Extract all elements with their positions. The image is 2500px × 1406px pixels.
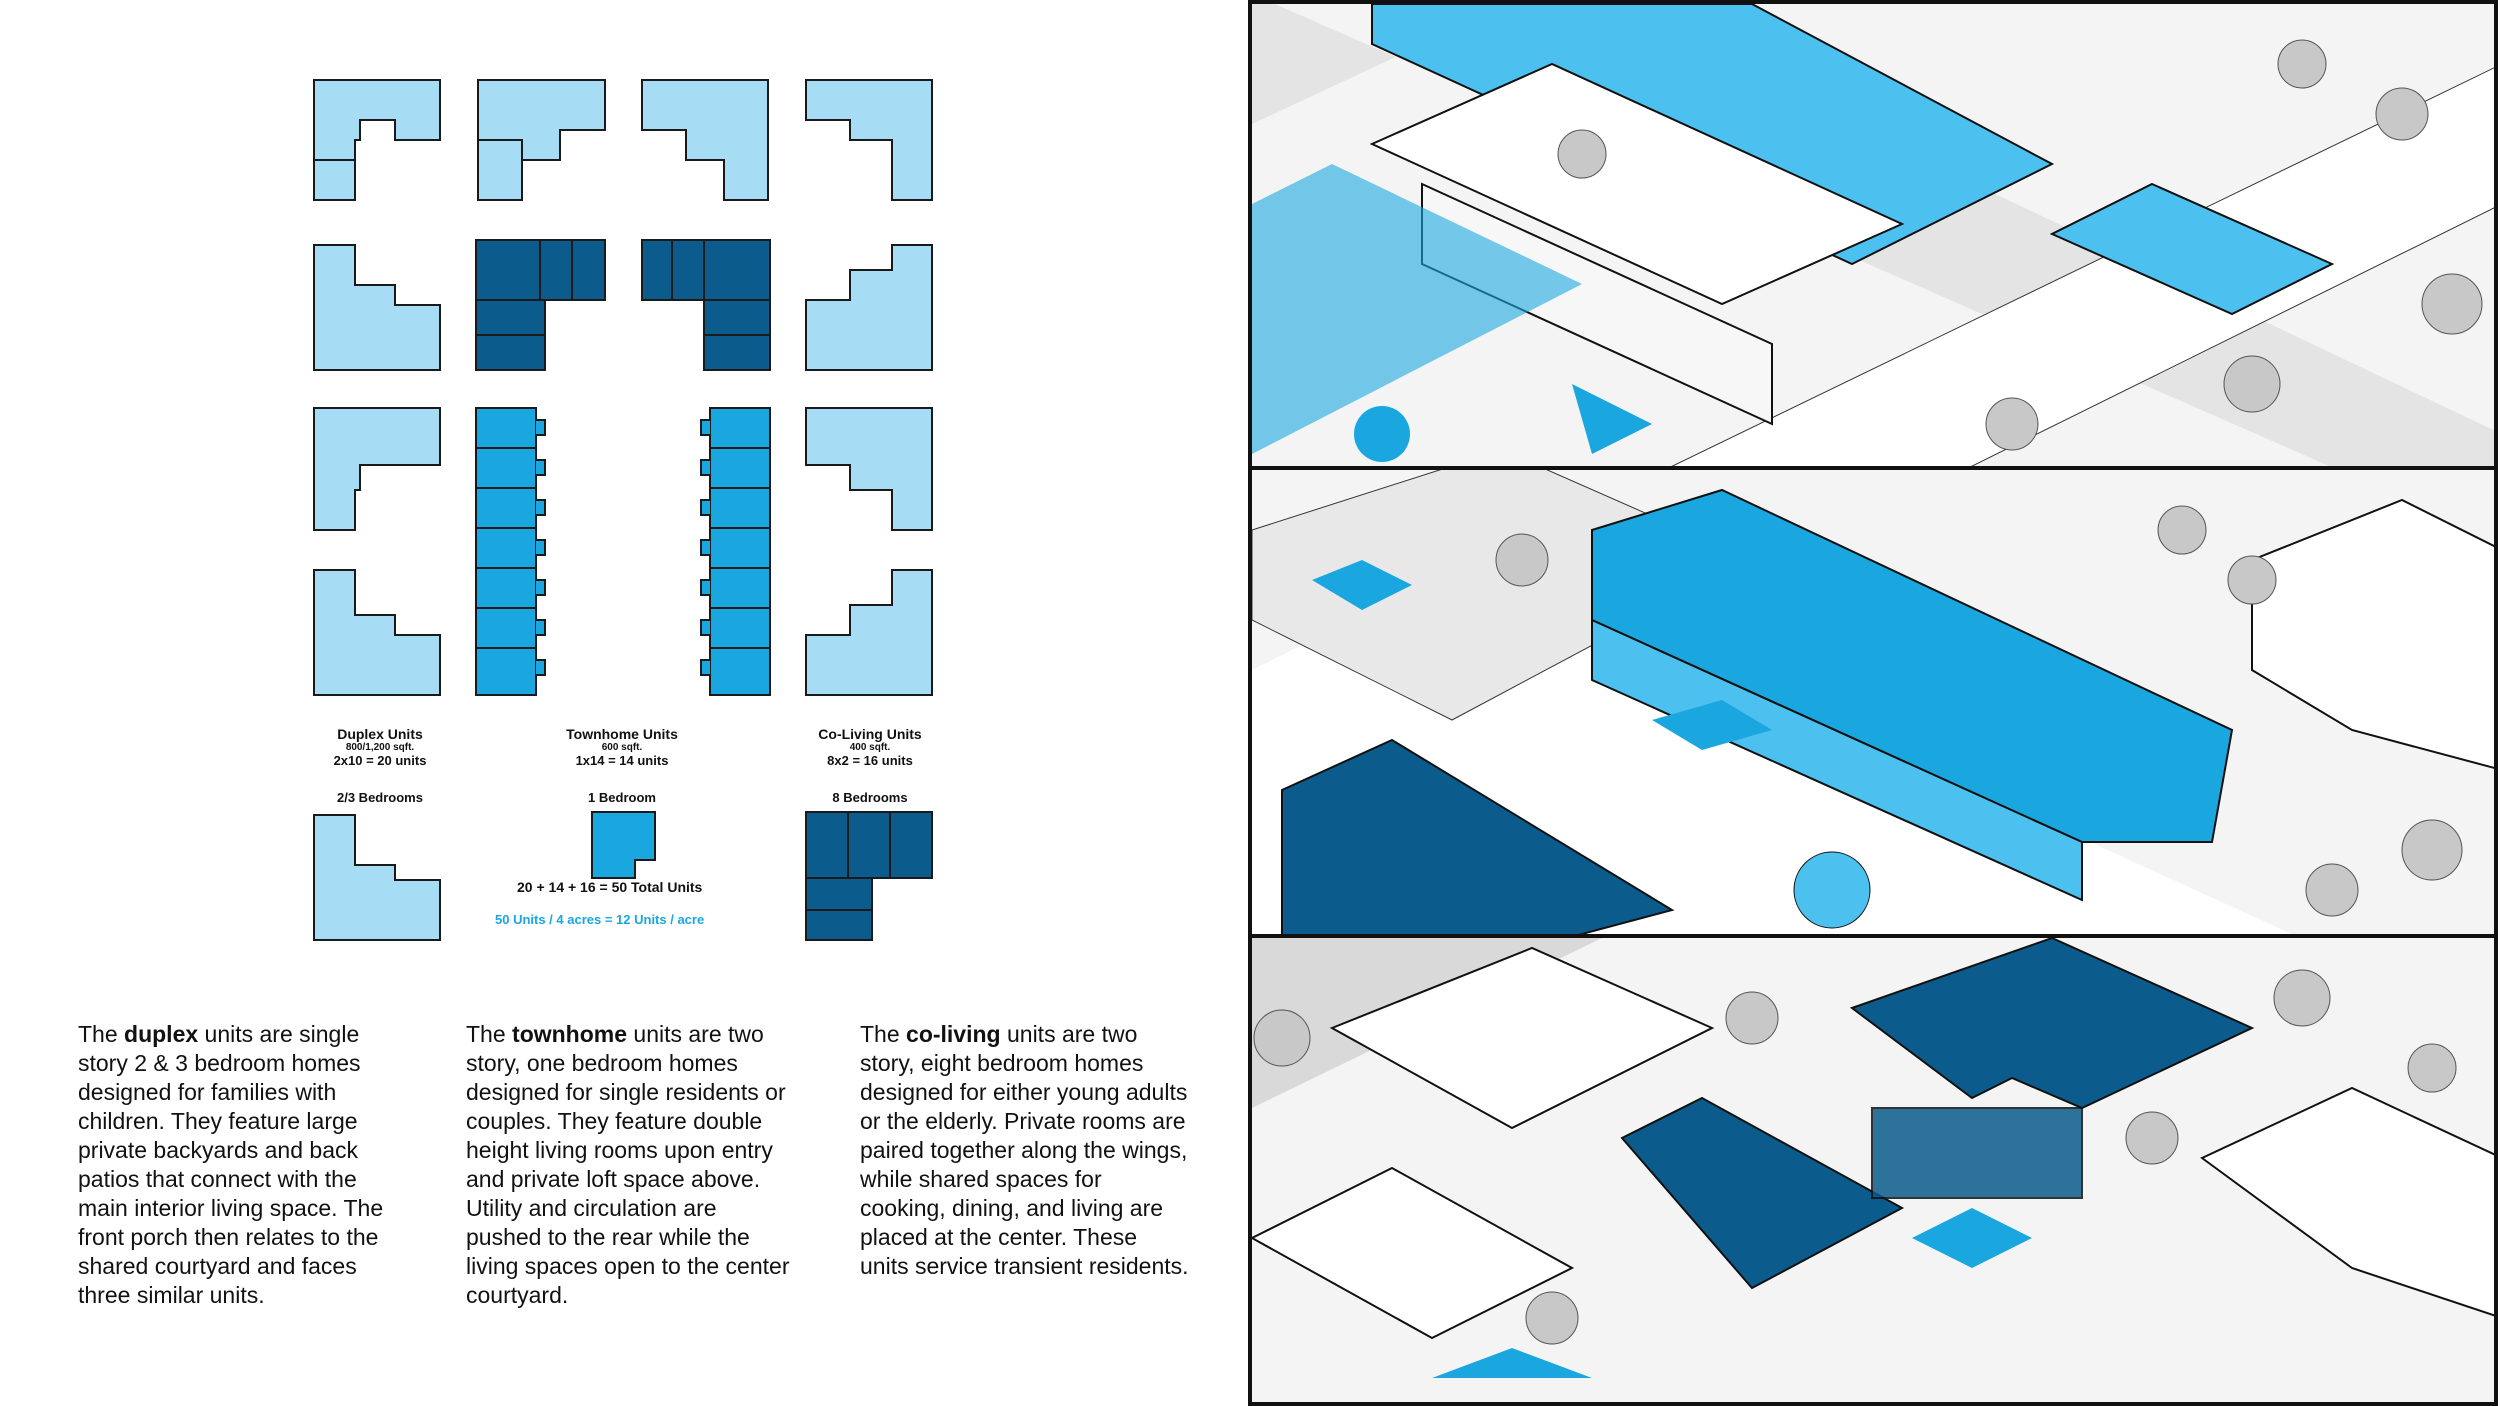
townhome-axonometric-drawing xyxy=(1252,470,2498,938)
duplex-unit-plan xyxy=(806,570,932,695)
unit-plan-grid xyxy=(300,70,950,950)
duplex-unit-plan xyxy=(478,80,605,200)
duplex-unit-plan xyxy=(314,245,440,370)
duplex-keyword: duplex xyxy=(124,1021,198,1047)
coliving-description: The co-living units are two story, eight… xyxy=(860,1020,1190,1281)
townhome-bedrooms: 1 Bedroom xyxy=(532,790,712,805)
duplex-unit-plan xyxy=(642,80,768,200)
total-units: 20 + 14 + 16 = 50 Total Units xyxy=(517,879,702,895)
coliving-unit-plan xyxy=(642,240,770,370)
duplex-bedrooms: 2/3 Bedrooms xyxy=(290,790,470,805)
townhome-row-left xyxy=(476,408,545,695)
coliving-axonometric-panel xyxy=(1248,934,2498,1406)
duplex-description: The duplex units are single story 2 & 3 … xyxy=(78,1020,408,1310)
townhome-count: 1x14 = 14 units xyxy=(532,753,712,768)
coliving-unit-plan xyxy=(476,240,605,370)
duplex-label: Duplex Units 800/1,200 sqft. 2x10 = 20 u… xyxy=(290,726,470,768)
townhome-axonometric-panel xyxy=(1248,466,2498,938)
duplex-unit-plan xyxy=(806,80,932,200)
duplex-unit-plan xyxy=(806,245,932,370)
coliving-axonometric-drawing xyxy=(1252,938,2498,1406)
duplex-unit-plan xyxy=(806,408,932,530)
townhome-legend-plan xyxy=(592,812,655,878)
site-plan-diagram: Duplex Units 800/1,200 sqft. 2x10 = 20 u… xyxy=(0,0,1250,1406)
coliving-count: 8x2 = 16 units xyxy=(780,753,960,768)
duplex-axonometric-panel xyxy=(1248,0,2498,472)
townhome-title: Townhome Units xyxy=(532,726,712,742)
townhome-description: The townhome units are two story, one be… xyxy=(466,1020,796,1310)
coliving-sqft: 400 sqft. xyxy=(780,742,960,753)
duplex-unit-plan xyxy=(314,80,440,200)
coliving-bedrooms: 8 Bedrooms xyxy=(780,790,960,805)
coliving-title: Co-Living Units xyxy=(780,726,960,742)
townhome-keyword: townhome xyxy=(512,1021,627,1047)
duplex-axonometric-drawing xyxy=(1252,4,2498,472)
coliving-label: Co-Living Units 400 sqft. 8x2 = 16 units xyxy=(780,726,960,768)
townhome-label: Townhome Units 600 sqft. 1x14 = 14 units xyxy=(532,726,712,768)
duplex-unit-plan xyxy=(314,570,440,695)
townhome-row-right xyxy=(701,408,770,695)
duplex-sqft: 800/1,200 sqft. xyxy=(290,742,470,753)
unit-plans-svg xyxy=(300,70,950,950)
density-line: 50 Units / 4 acres = 12 Units / acre xyxy=(495,912,704,927)
coliving-keyword: co-living xyxy=(906,1021,1001,1047)
duplex-title: Duplex Units xyxy=(290,726,470,742)
coliving-legend-plan xyxy=(806,812,932,940)
duplex-count: 2x10 = 20 units xyxy=(290,753,470,768)
townhome-sqft: 600 sqft. xyxy=(532,742,712,753)
duplex-legend-plan xyxy=(314,815,440,940)
duplex-unit-plan xyxy=(314,408,440,530)
axonometric-renderings xyxy=(1248,0,2500,1406)
